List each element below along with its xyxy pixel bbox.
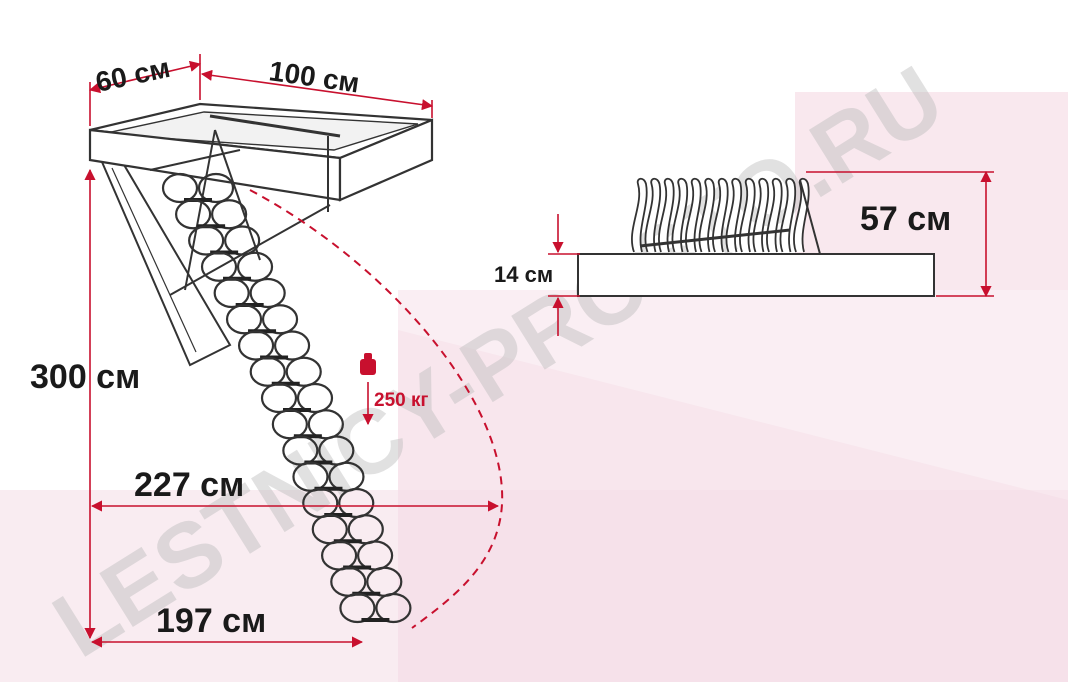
ladder-link — [224, 225, 261, 256]
reach-lower-label: 197 см — [156, 602, 266, 640]
folded-box — [577, 253, 935, 297]
ladder-link — [197, 172, 235, 204]
ladder-link — [211, 199, 248, 230]
ladder-link — [213, 277, 250, 309]
folded-link — [671, 177, 689, 253]
dimension-lines — [84, 54, 500, 648]
ladder-link — [375, 592, 412, 624]
ladder-link — [237, 330, 275, 361]
ladder-rungs — [161, 172, 412, 624]
length-label: 100 см — [267, 55, 361, 98]
ladder-link — [249, 356, 286, 387]
folded-link — [725, 177, 743, 253]
open-ladder — [88, 102, 504, 629]
box-height-label: 14 см — [494, 262, 553, 287]
folded-link — [766, 177, 783, 253]
ladder-link — [249, 277, 286, 309]
folded-dimension-lines — [548, 170, 994, 336]
ladder-link — [261, 304, 299, 335]
folded-link — [658, 177, 675, 253]
ladder-link — [225, 304, 263, 335]
background-panels — [0, 92, 1068, 682]
depth-label: 60 см — [93, 52, 173, 98]
folded-link — [685, 177, 702, 253]
folded-link — [698, 177, 716, 253]
ladder-link — [296, 382, 334, 414]
folded-height-label: 57 см — [860, 200, 951, 238]
ladder-link — [175, 199, 212, 230]
swing-arc — [249, 189, 504, 629]
ladder-link — [200, 251, 238, 282]
folded-link — [644, 177, 662, 253]
load-label: 250 кг — [374, 390, 428, 411]
ladder-link — [260, 382, 298, 414]
ladder-link — [188, 225, 225, 256]
ladder-link — [236, 251, 274, 282]
ladder-link — [339, 592, 376, 624]
folded-ladder — [577, 177, 935, 297]
folded-link — [779, 177, 797, 253]
attic-box — [88, 102, 434, 212]
folded-link — [631, 177, 648, 253]
folded-link — [712, 177, 729, 253]
ladder-link — [273, 330, 311, 361]
height-label: 300 см — [30, 358, 140, 396]
spring-arms — [149, 129, 331, 296]
reach-upper-label: 227 см — [134, 466, 244, 504]
weight-icon — [360, 353, 376, 375]
ladder-link — [285, 356, 322, 387]
ladder-link — [161, 172, 199, 204]
